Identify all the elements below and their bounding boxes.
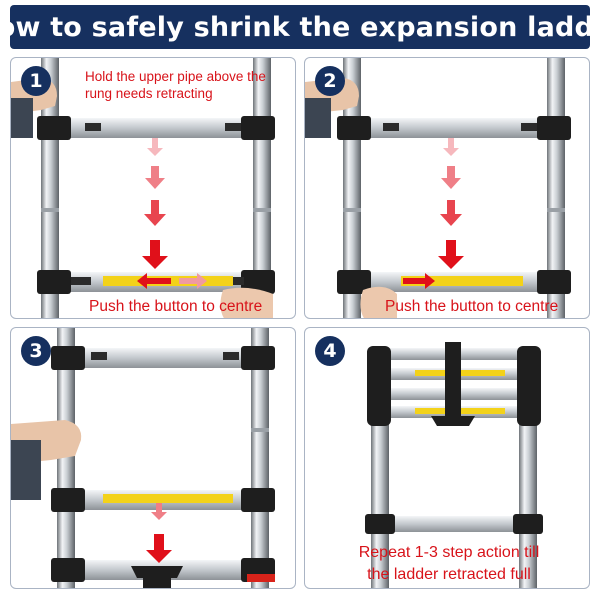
step-4-instruction-line-1: Repeat 1-3 step action till bbox=[358, 544, 540, 561]
down-arrow-icon bbox=[146, 503, 172, 563]
step-1-instruction: Hold the upper pipe above the rung needs… bbox=[85, 69, 266, 101]
step-number-badge: 1 bbox=[21, 66, 51, 96]
step-3-illustration bbox=[11, 328, 275, 588]
step-2-button-instruction: Push the button to centre bbox=[385, 298, 559, 315]
step-panel-2: 2 Push the button to centre bbox=[304, 57, 590, 319]
step-4-instruction: Repeat 1-3 step action till the ladder r… bbox=[319, 542, 579, 586]
down-arrow-icon bbox=[438, 138, 464, 269]
page-title: How to safely shrink the expansion ladde… bbox=[0, 11, 600, 43]
step-1-illustration bbox=[11, 58, 275, 318]
step-panel-3: 3 bbox=[10, 327, 296, 589]
step-panel-4: 4 Repeat 1-3 step action till the ladder… bbox=[304, 327, 590, 589]
step-4-instruction-line-2: the ladder retracted full bbox=[367, 566, 531, 583]
step-panel-1: 1 Hold the upper pipe above the rung nee… bbox=[10, 57, 296, 319]
right-arrow-icon bbox=[179, 273, 207, 289]
down-arrow-icon bbox=[142, 138, 168, 269]
left-arrow-icon bbox=[137, 273, 171, 289]
header-banner: How to safely shrink the expansion ladde… bbox=[0, 5, 600, 49]
step-number-badge: 4 bbox=[315, 336, 345, 366]
step-number-badge: 3 bbox=[21, 336, 51, 366]
step-number-badge: 2 bbox=[315, 66, 345, 96]
step-2-illustration bbox=[305, 58, 571, 318]
right-arrow-icon bbox=[403, 273, 435, 289]
step-4-illustration bbox=[365, 342, 543, 588]
step-1-button-instruction: Push the button to centre bbox=[89, 298, 263, 315]
